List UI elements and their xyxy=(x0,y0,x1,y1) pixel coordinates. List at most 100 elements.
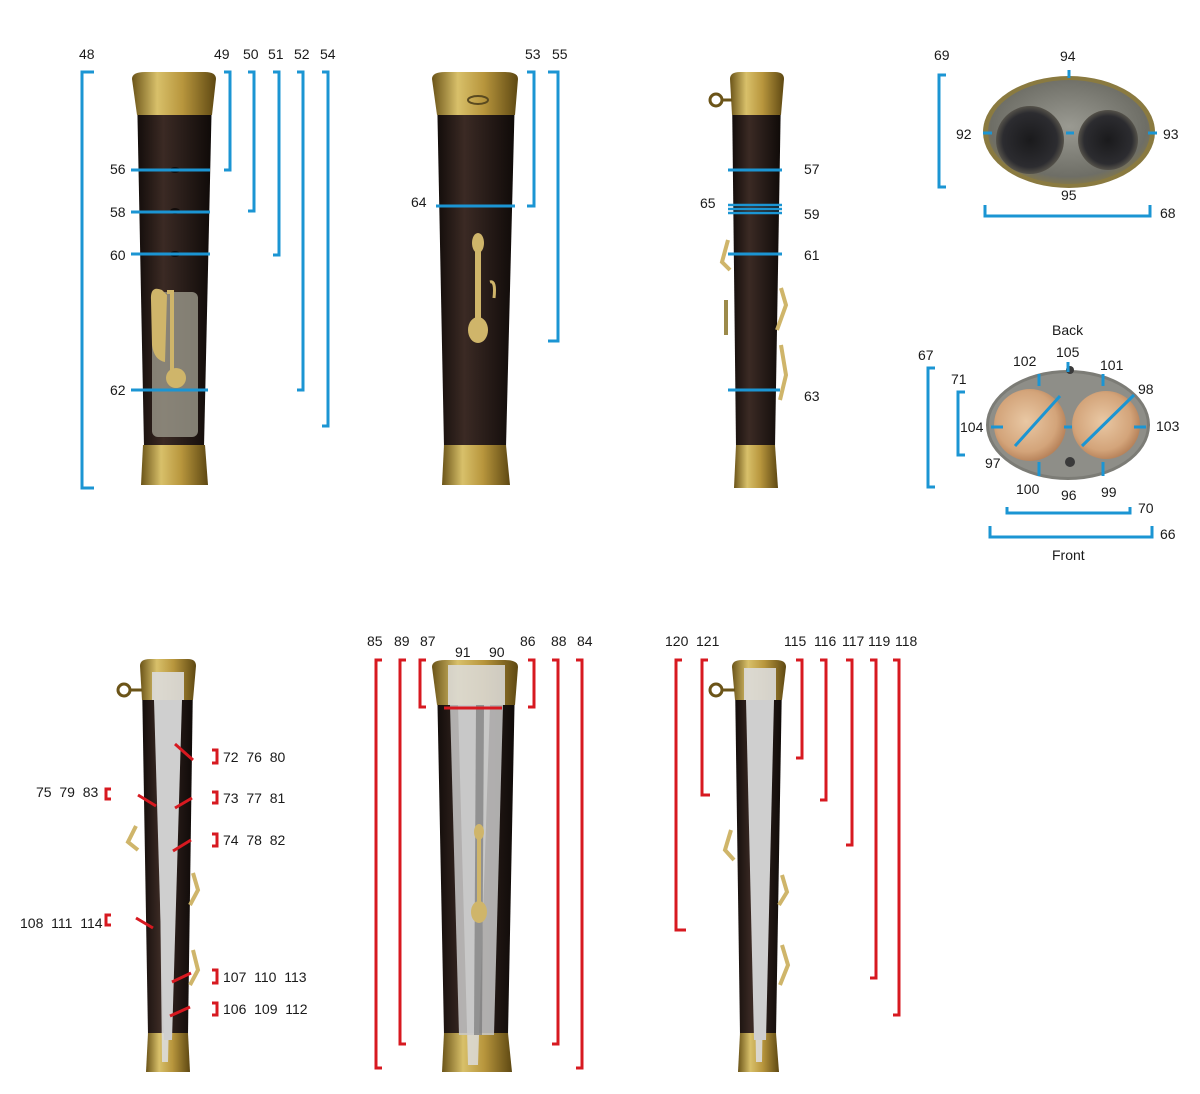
end-view-top-labels: 69 94 92 93 95 68 xyxy=(934,47,1179,221)
label-49: 49 xyxy=(214,46,230,62)
view4-red-marks xyxy=(104,742,219,1018)
bracket-72 xyxy=(212,748,219,765)
bracket-107 xyxy=(212,968,219,985)
bracket-71 xyxy=(956,390,965,457)
view3-blue-lines xyxy=(728,168,782,392)
label-58: 58 xyxy=(110,204,126,220)
label-53: 53 xyxy=(525,46,541,62)
end-view-bottom-labels: Back Front 67 71 102 105 101 98 104 103 … xyxy=(918,322,1180,563)
bracket-67 xyxy=(926,366,935,489)
bracket-85 xyxy=(374,658,382,1070)
label-61: 61 xyxy=(804,247,820,263)
diag-72 xyxy=(174,742,194,762)
bracket-70 xyxy=(1005,507,1132,515)
bracket-53 xyxy=(527,70,536,208)
diagonal-97 xyxy=(1013,394,1062,448)
view5-labels: 85 89 87 91 90 86 88 84 xyxy=(367,633,593,660)
label-87: 87 xyxy=(420,633,436,649)
label-99: 99 xyxy=(1101,484,1117,500)
label-64: 64 xyxy=(411,194,427,210)
label-65: 65 xyxy=(700,195,716,211)
bracket-106 xyxy=(212,1001,219,1017)
end-view-top-marks xyxy=(937,70,1157,218)
label-93: 93 xyxy=(1163,126,1179,142)
bracket-84 xyxy=(576,658,584,1070)
view4-side-bore-illustration xyxy=(116,659,201,1072)
label-70: 70 xyxy=(1138,500,1154,516)
label-56: 56 xyxy=(110,161,126,177)
bracket-118 xyxy=(893,658,901,1017)
label-57: 57 xyxy=(804,161,820,177)
label-86: 86 xyxy=(520,633,536,649)
view1-front-illustration xyxy=(132,72,216,485)
label-52: 52 xyxy=(294,46,310,62)
label-115: 115 xyxy=(784,633,807,649)
label-84: 84 xyxy=(577,633,593,649)
label-121: 121 xyxy=(696,633,720,649)
bracket-75 xyxy=(104,787,111,801)
view1-blue-brackets xyxy=(80,70,330,490)
end-view-bottom-illustration xyxy=(986,366,1150,480)
label-119: 119 xyxy=(868,633,891,649)
label-51: 51 xyxy=(268,46,284,62)
label-104: 104 xyxy=(960,419,984,435)
view6-labels: 120 121 115 116 117 119 118 xyxy=(665,633,918,649)
group-72-76-80: 72 76 80 xyxy=(223,749,285,765)
diag-108 xyxy=(135,916,154,930)
label-118: 118 xyxy=(895,633,918,649)
view6-red-marks xyxy=(674,658,901,1017)
diag-106 xyxy=(169,1005,191,1018)
label-96: 96 xyxy=(1061,487,1077,503)
caption-back: Back xyxy=(1052,322,1084,338)
label-103: 103 xyxy=(1156,418,1180,434)
view3-labels: 57 59 61 63 65 xyxy=(700,161,820,404)
label-67: 67 xyxy=(918,347,934,363)
diag-75 xyxy=(137,793,157,808)
bracket-117 xyxy=(846,658,854,847)
group-108-111-114: 108 111 114 xyxy=(20,915,103,931)
label-48: 48 xyxy=(79,46,95,62)
label-54: 54 xyxy=(320,46,336,62)
bracket-120 xyxy=(674,658,686,932)
label-88: 88 xyxy=(551,633,567,649)
label-89: 89 xyxy=(394,633,410,649)
end-view-bottom-marks xyxy=(926,362,1154,539)
label-91: 91 xyxy=(455,644,471,660)
group-75-79-83: 75 79 83 xyxy=(36,784,98,800)
diagonal-98 xyxy=(1080,393,1136,448)
view4-labels: 72 76 80 73 77 81 74 78 82 107 110 113 1… xyxy=(20,749,308,1017)
bracket-50 xyxy=(248,70,256,213)
view2-blue-brackets xyxy=(527,70,560,343)
view6-side-bore-illustration xyxy=(708,660,791,1072)
group-74-78-82: 74 78 82 xyxy=(223,832,285,848)
bracket-108 xyxy=(104,913,111,927)
bracket-69 xyxy=(937,73,946,189)
bracket-87 xyxy=(418,658,426,709)
bracket-55 xyxy=(548,70,560,343)
bracket-119 xyxy=(870,658,878,980)
bracket-51 xyxy=(273,70,281,257)
view5-back-bore-illustration xyxy=(432,660,518,1072)
label-102: 102 xyxy=(1013,353,1037,369)
label-97: 97 xyxy=(985,455,1001,471)
label-60: 60 xyxy=(110,247,126,263)
bracket-52 xyxy=(297,70,305,392)
group-73-77-81: 73 77 81 xyxy=(223,790,285,806)
view2-labels: 53 55 64 xyxy=(411,46,568,210)
view1-blue-lines xyxy=(131,168,210,392)
label-120: 120 xyxy=(665,633,689,649)
bracket-116 xyxy=(820,658,828,802)
label-101: 101 xyxy=(1100,357,1124,373)
diag-73 xyxy=(174,796,193,810)
view1-labels: 48 49 50 51 52 54 56 58 60 62 xyxy=(79,46,336,398)
label-92: 92 xyxy=(956,126,972,142)
bracket-49 xyxy=(224,70,232,172)
bracket-48 xyxy=(80,70,94,490)
bracket-115 xyxy=(796,658,804,760)
diag-107 xyxy=(171,971,192,984)
bracket-73 xyxy=(212,790,219,805)
caption-front: Front xyxy=(1052,547,1085,563)
view5-red-marks xyxy=(374,658,584,1070)
bracket-86 xyxy=(528,658,536,709)
